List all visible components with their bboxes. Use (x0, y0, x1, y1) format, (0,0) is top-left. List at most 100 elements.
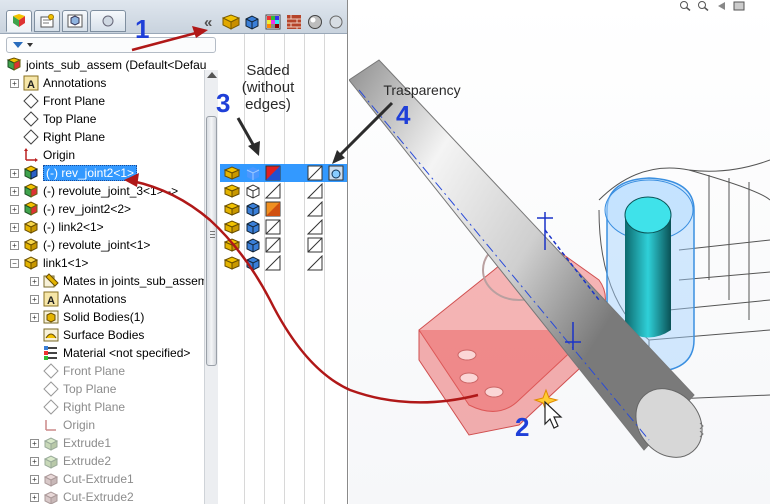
expand-icon[interactable]: + (10, 78, 19, 88)
tree-item-link2-1[interactable]: + (-) link2<1> (10, 218, 104, 236)
transparency-toggle-icon[interactable] (306, 200, 323, 217)
wireframe-mode-icon[interactable] (245, 183, 261, 199)
extrude-icon (43, 435, 59, 451)
appearance-swatch-icon[interactable] (265, 237, 281, 253)
plane-icon (23, 93, 39, 109)
tree-item-extrude2[interactable]: + Extrude2 (30, 452, 111, 470)
tree-root-assembly[interactable]: joints_sub_assem (Default<Defau (6, 57, 218, 73)
hide-show-icon[interactable] (222, 13, 240, 31)
tree-item-material[interactable]: Material <not specified> (30, 344, 190, 362)
texture-icon[interactable] (285, 13, 303, 31)
zoom-area-icon[interactable] (697, 0, 709, 12)
tree-item-child-right-plane[interactable]: Right Plane (30, 398, 125, 416)
scroll-thumb[interactable] (206, 116, 217, 366)
expand-icon[interactable]: + (30, 294, 39, 304)
previous-view-icon[interactable] (715, 0, 727, 10)
collapse-icon[interactable]: − (10, 258, 19, 268)
tree-item-front-plane[interactable]: Front Plane (10, 92, 105, 110)
model-viewport[interactable] (349, 0, 770, 504)
tree-item-cut-extrude2[interactable]: + Cut-Extrude2 (30, 488, 134, 504)
display-pane-more-icon[interactable] (327, 13, 345, 31)
tree-item-revolute-joint-1[interactable]: + (-) revolute_joint<1> (10, 236, 150, 254)
transparency-applied-icon[interactable] (328, 165, 344, 181)
tree-item-cut-extrude1[interactable]: + Cut-Extrude1 (30, 470, 134, 488)
graphics-area[interactable] (349, 0, 770, 504)
tree-item-right-plane[interactable]: Right Plane (10, 128, 105, 146)
tab-feature-manager[interactable] (6, 10, 32, 32)
tree-item-rev-joint2-1[interactable]: + (-) rev_joint2<1> (10, 164, 138, 182)
appearance-swatch-icon[interactable] (264, 254, 281, 271)
tree-filter[interactable] (6, 37, 216, 53)
expand-icon[interactable]: + (30, 276, 39, 286)
tree-item-child-front-plane[interactable]: Front Plane (30, 362, 125, 380)
tree-item-extrude1[interactable]: + Extrude1 (30, 434, 111, 452)
scroll-up-arrow-icon[interactable] (207, 72, 217, 78)
display-row-link1-1[interactable] (220, 254, 347, 272)
transparency-toggle-icon[interactable] (306, 218, 323, 235)
expand-icon[interactable]: + (10, 168, 19, 178)
transparency-toggle-icon[interactable] (306, 254, 323, 271)
transparency-toggle-icon[interactable] (306, 182, 323, 199)
tree-item-child-annotations[interactable]: + A Annotations (30, 290, 126, 308)
expand-icon[interactable]: + (10, 222, 19, 232)
transparency-toggle-icon[interactable] (307, 237, 323, 253)
tab-configuration-manager[interactable] (62, 10, 88, 32)
tree-item-annotations[interactable]: + A Annotations (10, 74, 106, 92)
hide-show-icon[interactable] (223, 255, 241, 271)
tree-item-revolute-joint-3[interactable]: + (-) revolute_joint_3<1> -> (10, 182, 178, 200)
display-row-revolute-joint-1[interactable] (220, 236, 347, 254)
appearance-icon[interactable] (264, 13, 282, 31)
tree-scrollbar[interactable] (204, 70, 218, 504)
transparency-toggle-icon[interactable] (307, 165, 323, 181)
appearance-swatch-icon[interactable] (265, 219, 281, 235)
tree-item-origin[interactable]: Origin (10, 146, 75, 164)
display-row-revolute-joint-3[interactable] (220, 182, 347, 200)
panel-tab-strip: « (0, 0, 347, 34)
hide-show-icon[interactable] (223, 201, 241, 217)
tab-property-manager[interactable] (34, 10, 60, 32)
expand-icon[interactable]: + (30, 492, 39, 502)
display-row-rev-joint2-1[interactable] (220, 164, 347, 182)
tree-item-surface-bodies[interactable]: Surface Bodies (30, 326, 144, 344)
transparency-icon[interactable] (306, 13, 324, 31)
grey-rod (349, 59, 703, 458)
collapse-display-pane-icon[interactable]: « (204, 14, 213, 31)
zoom-icon[interactable] (679, 0, 691, 12)
appearance-swatch-icon[interactable] (265, 201, 281, 217)
tree-item-rev-joint2-2[interactable]: + (-) rev_joint2<2> (10, 200, 131, 218)
expand-icon[interactable]: + (30, 456, 39, 466)
hide-show-icon[interactable] (223, 165, 241, 181)
expand-icon[interactable]: + (10, 186, 19, 196)
hide-show-icon[interactable] (223, 183, 241, 199)
section-view-icon[interactable] (733, 0, 745, 11)
tree-item-label: link1<1> (43, 256, 89, 270)
shaded-edges-mode-icon[interactable] (245, 237, 261, 253)
origin-icon (23, 147, 39, 163)
display-row-link2-1[interactable] (220, 218, 347, 236)
expand-icon[interactable]: + (10, 240, 19, 250)
tree-item-solid-bodies[interactable]: + Solid Bodies(1) (30, 308, 144, 326)
tree-item-link1-1[interactable]: − link1<1> (10, 254, 88, 272)
tree-item-child-top-plane[interactable]: Top Plane (30, 380, 116, 398)
tree-item-child-origin[interactable]: Origin (30, 416, 95, 434)
shaded-edges-mode-icon[interactable] (245, 201, 261, 217)
shaded-edges-mode-icon[interactable] (245, 255, 261, 271)
appearance-swatch-icon[interactable] (264, 182, 281, 199)
display-row-rev-joint2-2[interactable] (220, 200, 347, 218)
shaded-edges-mode-icon[interactable] (245, 219, 261, 235)
split-handle[interactable] (699, 420, 705, 446)
tree-item-label: Annotations (63, 292, 127, 306)
hide-show-icon[interactable] (223, 219, 241, 235)
tree-item-top-plane[interactable]: Top Plane (10, 110, 96, 128)
expand-icon[interactable]: + (30, 474, 39, 484)
appearance-swatch-icon[interactable] (265, 165, 281, 181)
hide-show-icon[interactable] (223, 237, 241, 253)
shaded-mode-icon[interactable] (245, 165, 261, 181)
tree-item-mates[interactable]: + Mates in joints_sub_assem (30, 272, 208, 290)
tab-display-manager[interactable] (90, 10, 126, 32)
expand-icon[interactable]: + (30, 438, 39, 448)
display-mode-icon[interactable] (243, 13, 261, 31)
expand-icon[interactable]: + (10, 204, 19, 214)
expand-icon[interactable]: + (30, 312, 39, 322)
display-pane (220, 160, 347, 272)
